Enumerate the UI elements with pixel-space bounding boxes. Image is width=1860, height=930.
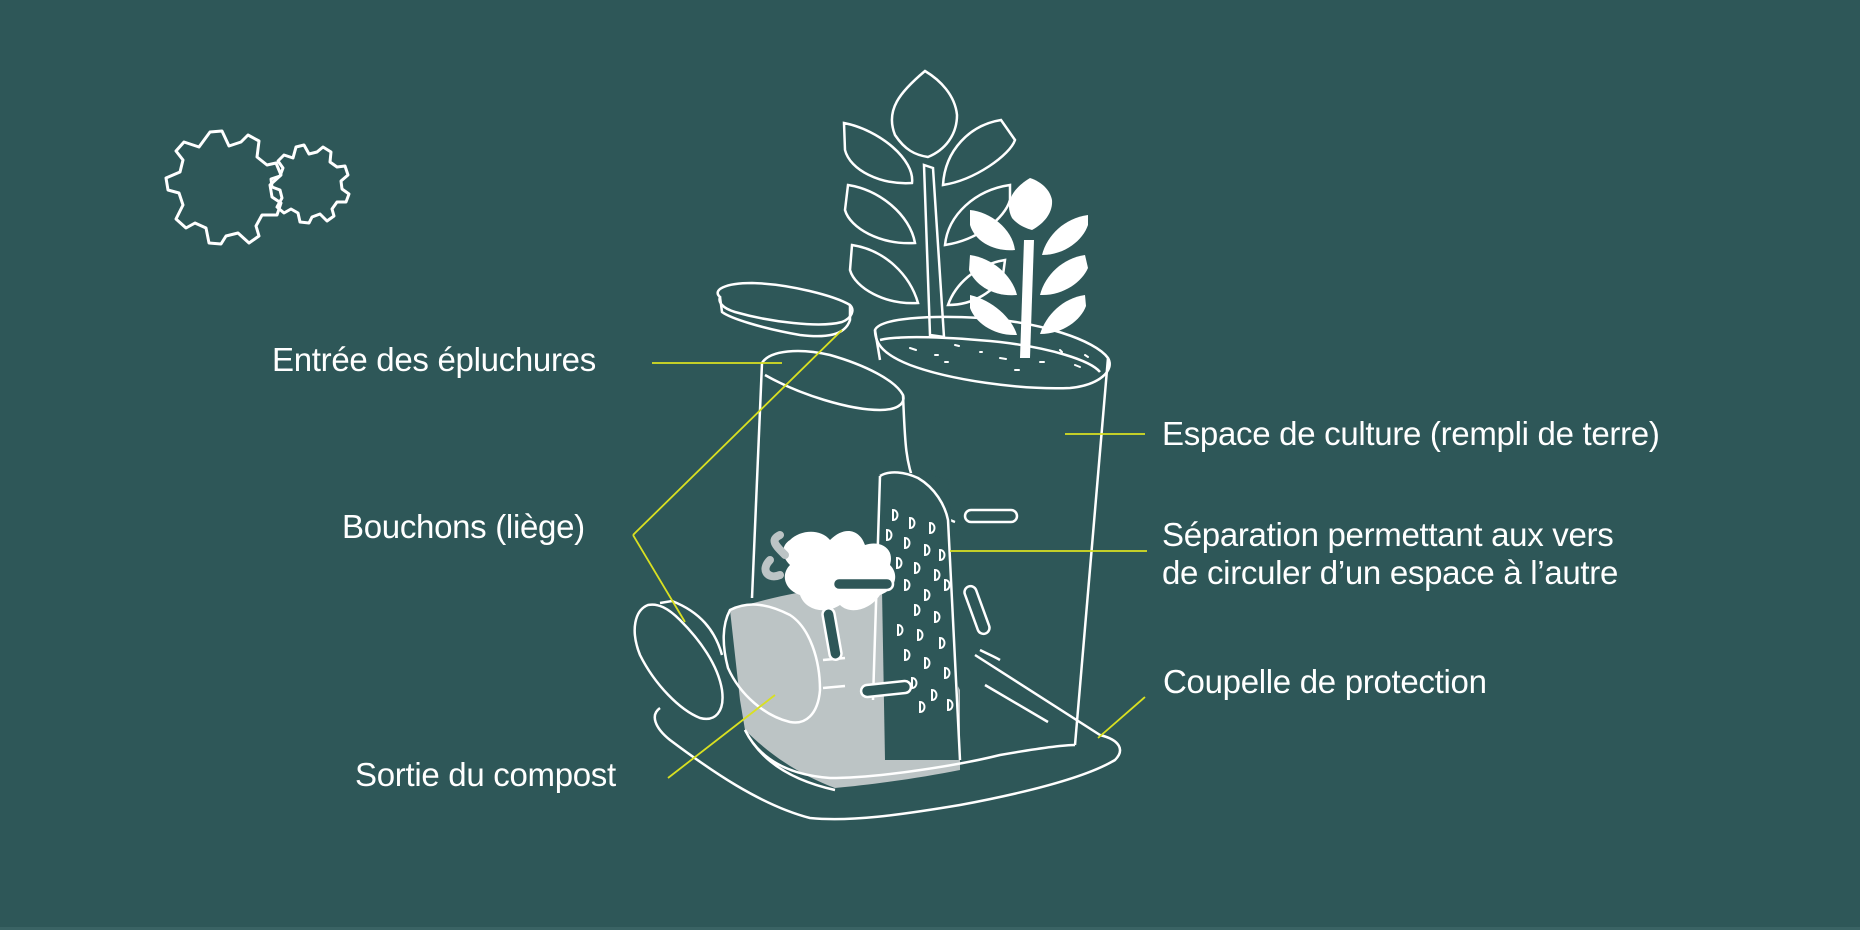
gears-icon bbox=[164, 129, 351, 246]
separation-wall bbox=[871, 471, 962, 761]
label-sortie-compost: Sortie du compost bbox=[355, 756, 616, 793]
protective-saucer bbox=[653, 648, 1122, 821]
label-bouchons: Bouchons (liège) bbox=[342, 508, 585, 545]
label-espace-culture: Espace de culture (rempli de terre) bbox=[1162, 415, 1660, 452]
label-coupelle: Coupelle de protection bbox=[1163, 663, 1487, 700]
leader-sortie bbox=[667, 694, 776, 779]
worm-icon bbox=[821, 508, 1019, 699]
plant-solid-icon bbox=[969, 178, 1088, 358]
leader-coupelle bbox=[1097, 696, 1146, 739]
plant-outline-icon bbox=[842, 69, 1017, 339]
label-separation: Séparation permettant aux vers de circul… bbox=[1162, 516, 1618, 592]
leader-bouchons bbox=[632, 329, 843, 623]
label-separation-line1: Séparation permettant aux vers bbox=[1162, 516, 1614, 553]
lid bbox=[716, 281, 854, 338]
leader-lines bbox=[632, 329, 1147, 779]
label-entree-epluchures: Entrée des épluchures bbox=[272, 341, 596, 378]
label-separation-line2: de circuler d’un espace à l’autre bbox=[1162, 554, 1619, 591]
soil-specks bbox=[894, 337, 1089, 371]
wall-holes bbox=[886, 508, 954, 714]
cork-stopper bbox=[633, 599, 724, 721]
bottom-border bbox=[0, 927, 1860, 930]
